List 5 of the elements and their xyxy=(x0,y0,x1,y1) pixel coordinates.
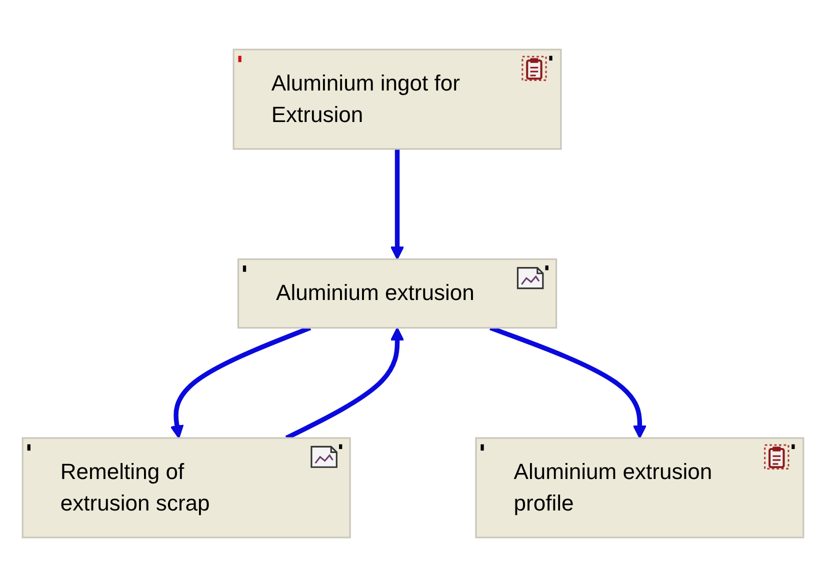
node-label: Remelting of extrusion scrap xyxy=(60,457,211,518)
arrow xyxy=(390,149,404,260)
node-label: Aluminium ingot for Extrusion xyxy=(271,68,461,128)
node-label: Aluminium extrusion profile xyxy=(514,457,714,518)
node-label: Aluminium extrusion xyxy=(276,278,474,307)
